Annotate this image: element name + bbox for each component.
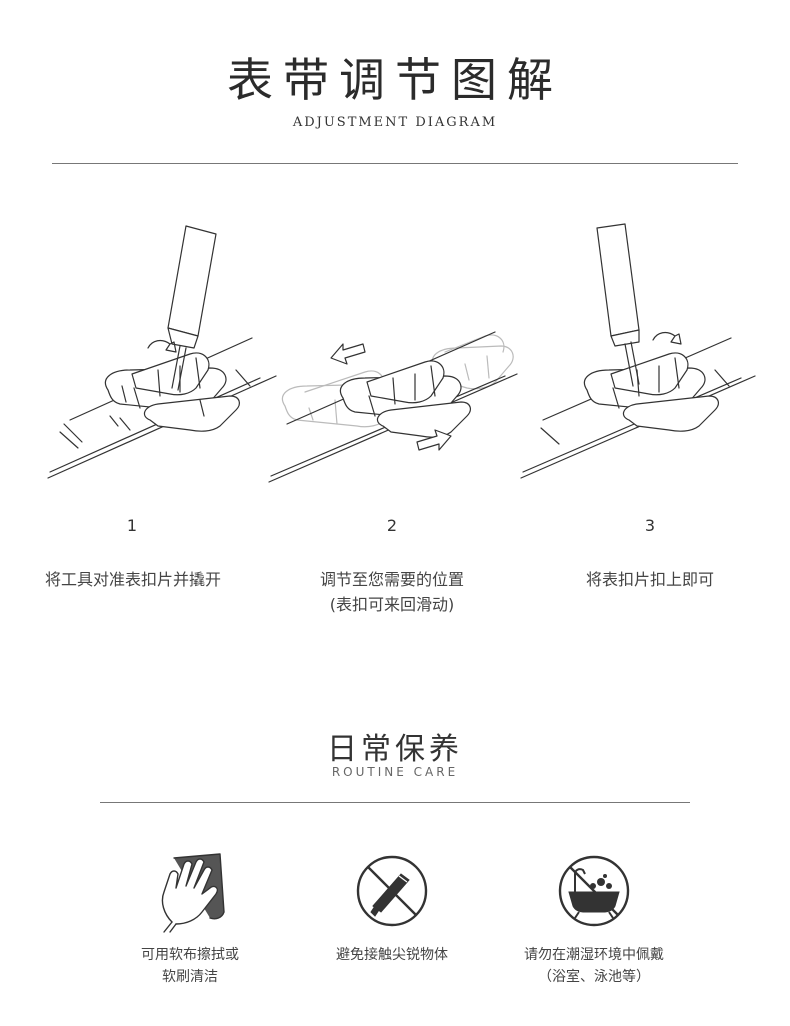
care-3-line-1: 请勿在潮湿环境中佩戴 <box>524 947 664 963</box>
divider-care <box>100 802 690 803</box>
step-1-number: 1 <box>126 516 138 535</box>
care-title: 日常保养 <box>327 732 463 767</box>
step-2-line-1: 调节至您需要的位置 <box>319 570 464 589</box>
care-1-line-1: 可用软布擦拭或 <box>141 947 239 963</box>
care-1-description: 可用软布擦拭或 软刷清洁 <box>70 944 310 988</box>
step-3-description: 将表扣片扣上即可 <box>520 567 780 592</box>
care-3-description: 请勿在潮湿环境中佩戴 （浴室、泳池等） <box>474 944 714 988</box>
adjustment-title: 表带调节图解 <box>227 53 563 107</box>
step-1-description: 将工具对准表扣片并撬开 <box>3 567 263 592</box>
no-bath-icon <box>558 855 630 927</box>
care-2-line-1: 避免接触尖锐物体 <box>336 947 448 963</box>
step-2-number: 2 <box>386 516 398 535</box>
care-3-line-2: （浴室、泳池等） <box>538 969 650 985</box>
step-1-line-1: 将工具对准表扣片并撬开 <box>44 570 221 589</box>
step-2-illustration <box>268 331 518 483</box>
divider-adjustment <box>52 163 738 164</box>
care-1-line-2: 软刷清洁 <box>162 969 218 985</box>
step-2-line-2: (表扣可来回滑动) <box>329 595 455 614</box>
step-3-line-1: 将表扣片扣上即可 <box>585 570 714 589</box>
adjustment-subtitle: ADJUSTMENT DIAGRAM <box>292 115 498 130</box>
care-subtitle: ROUTINE CARE <box>331 765 459 779</box>
step-3-illustration <box>520 223 756 479</box>
care-2-description: 避免接触尖锐物体 <box>272 944 512 966</box>
step-1-illustration <box>47 225 277 479</box>
no-knife-icon <box>356 855 428 927</box>
step-3-number: 3 <box>644 516 656 535</box>
step-2-description: 调节至您需要的位置 (表扣可来回滑动) <box>262 567 522 617</box>
hand-cloth-icon <box>161 853 225 933</box>
